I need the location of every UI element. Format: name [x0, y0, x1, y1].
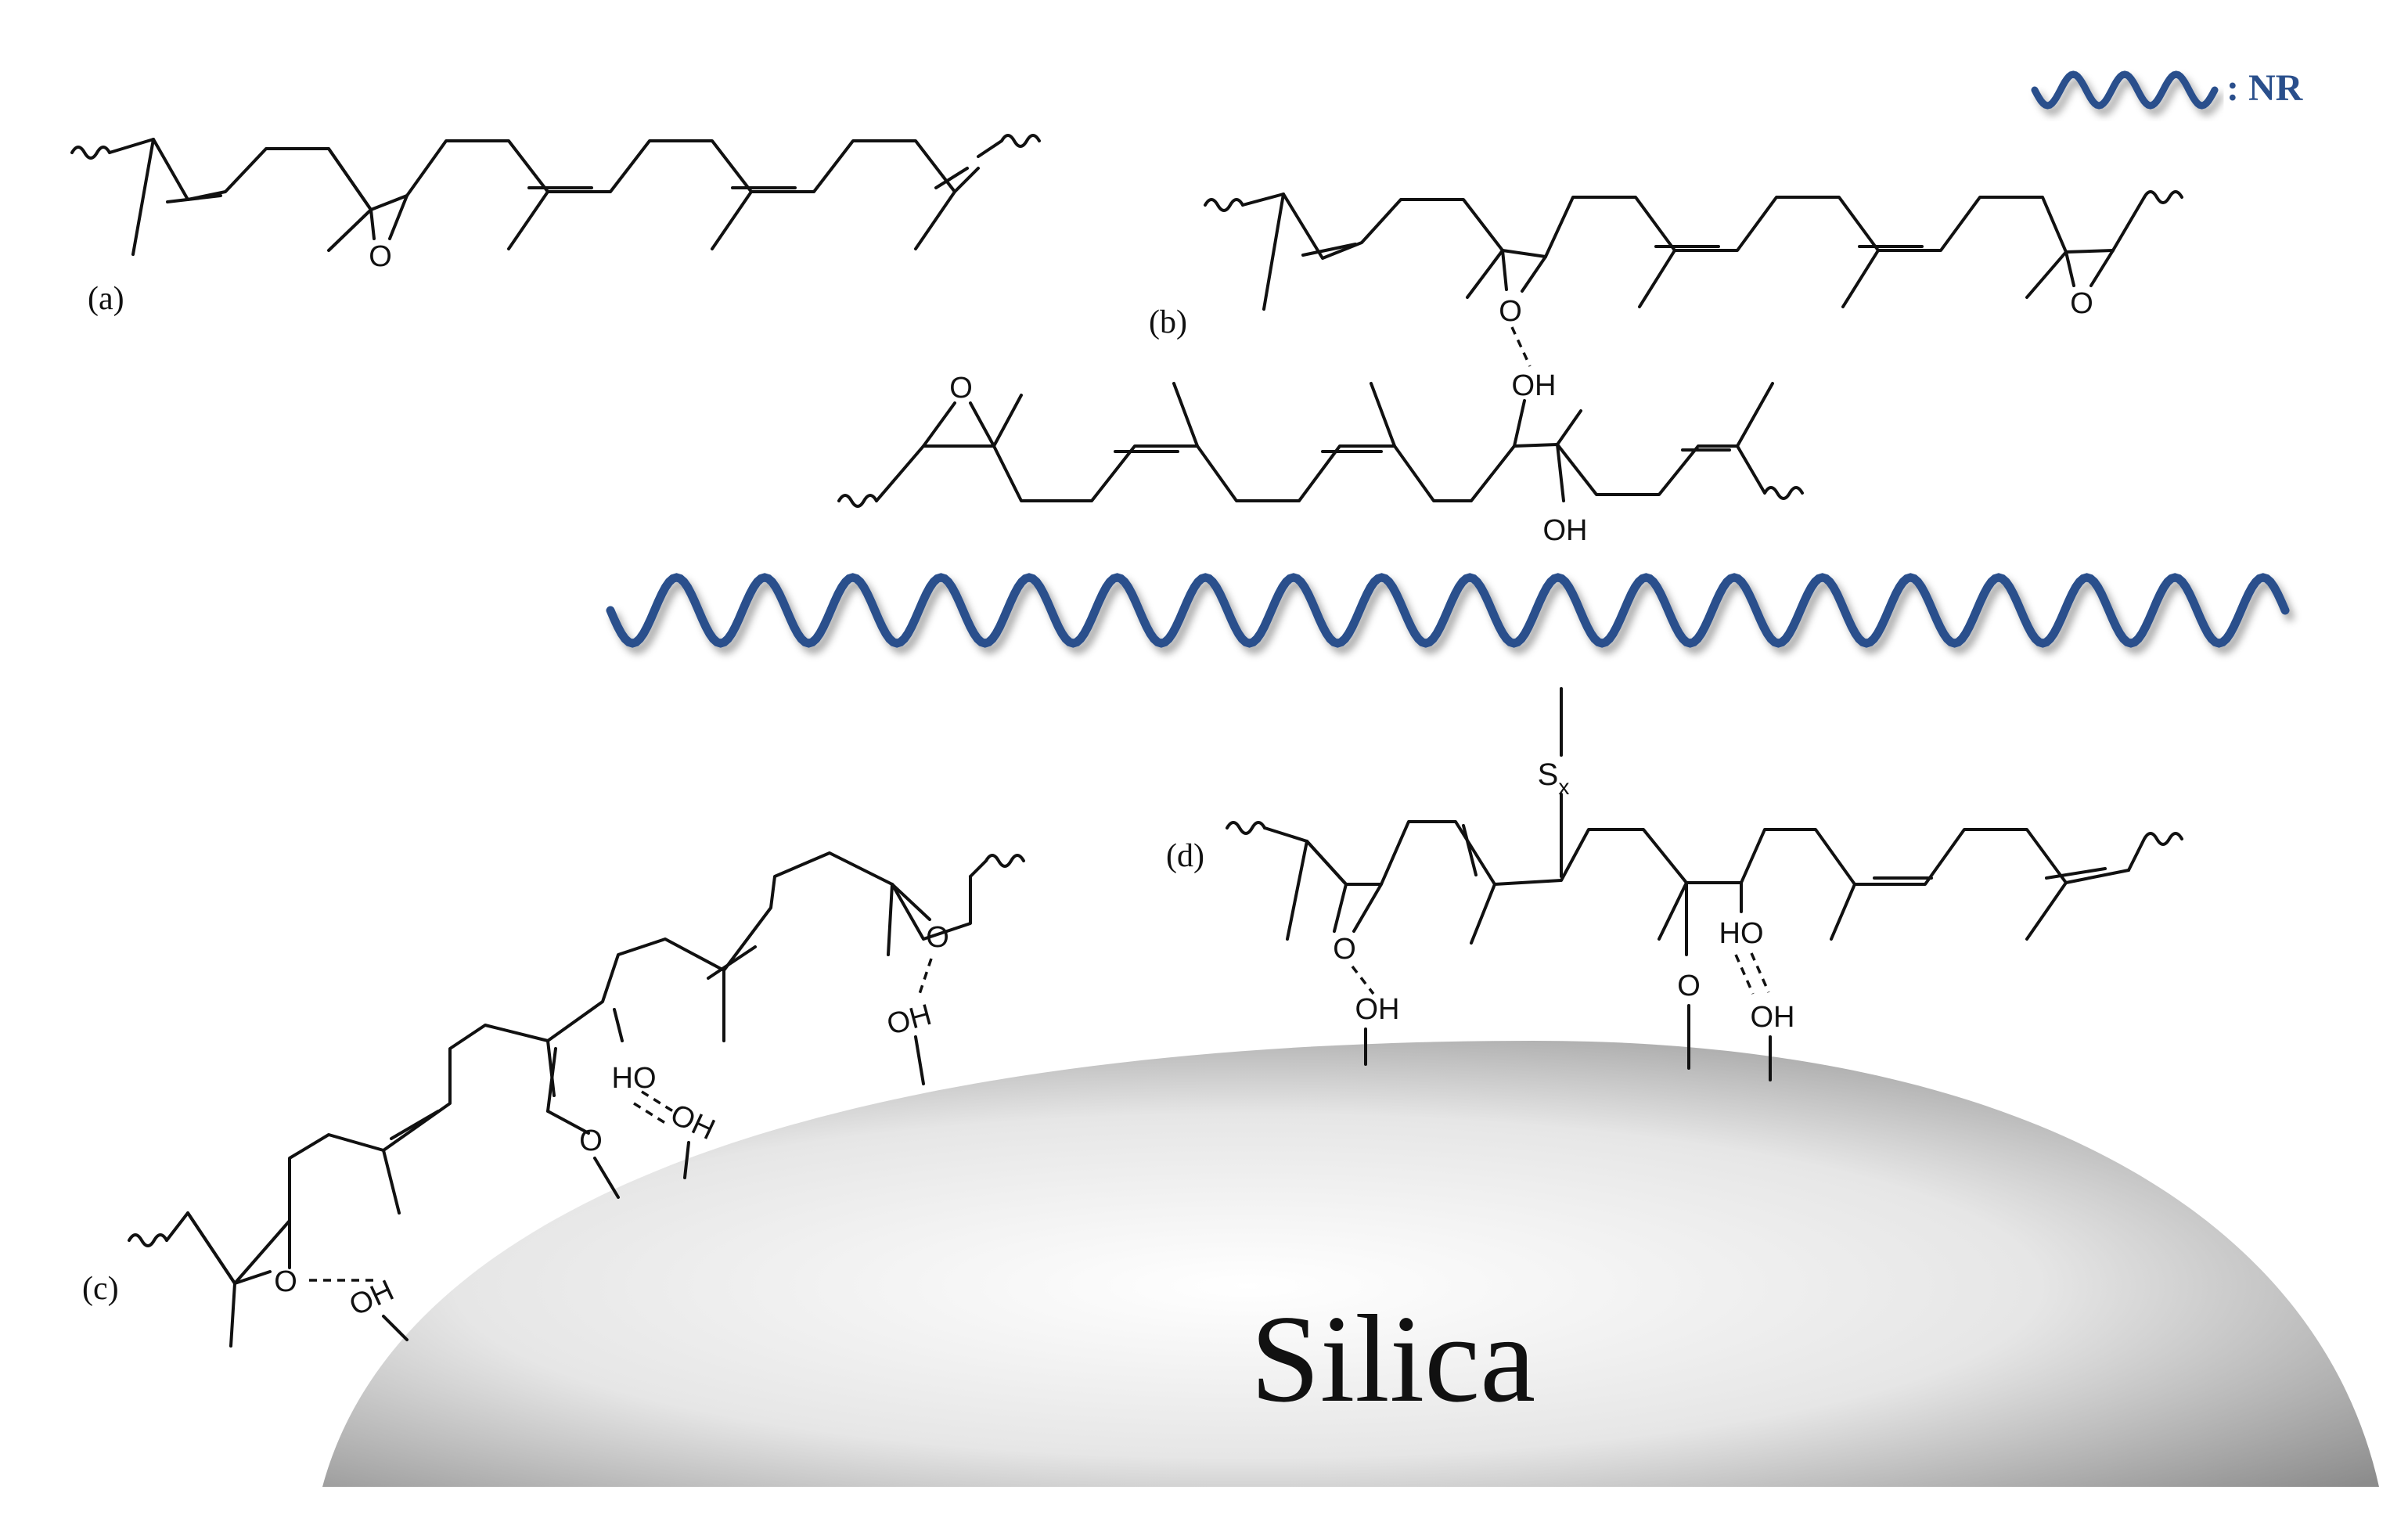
atom-label: O	[949, 372, 973, 405]
wavy-end-icon	[977, 134, 1041, 158]
atom-label: OH	[665, 1098, 719, 1146]
atom-label: HO	[1719, 917, 1764, 950]
atom-label: OH	[1543, 514, 1588, 547]
legend-label: : NR	[2226, 67, 2304, 109]
atom-label: O	[1333, 933, 1356, 966]
structure-a: O (a)	[70, 134, 1041, 317]
structure-b: O OH O (b) O OH OH	[837, 190, 2183, 547]
wavy-line-icon	[2031, 70, 2219, 110]
silica-particle	[322, 1041, 2379, 1487]
atom-label: O	[1499, 295, 1522, 328]
atom-label: OH	[1512, 369, 1557, 402]
atom-label: HO	[612, 1062, 657, 1095]
silica-label: Silica	[1251, 1289, 1535, 1428]
atom-label: OH	[1751, 1001, 1795, 1034]
wavy-end-icon	[969, 854, 1025, 878]
atom-label: O	[1677, 970, 1701, 1002]
atom-label: O	[274, 1265, 297, 1298]
wavy-end-icon	[1736, 444, 1804, 500]
atom-label: O	[2070, 287, 2093, 320]
wavy-end-icon	[2127, 832, 2183, 872]
panel-label-b: (b)	[1149, 304, 1187, 340]
structure-d: Sx O OH O HO OH (d)	[1166, 687, 2183, 1081]
wavy-end-icon	[1204, 198, 1244, 212]
atom-label: O	[579, 1125, 603, 1157]
atom-label: OH	[884, 999, 935, 1042]
atom-label: O	[926, 921, 949, 954]
wavy-end-icon	[70, 146, 111, 160]
legend: : NR	[2031, 67, 2304, 110]
panel-label-c: (c)	[82, 1271, 119, 1307]
wavy-end-icon	[1226, 821, 1266, 835]
sulfur-label: Sx	[1538, 758, 1570, 799]
wavy-end-icon	[837, 494, 878, 508]
wavy-end-icon	[2143, 190, 2183, 204]
panel-label-d: (d)	[1166, 838, 1204, 874]
nr-chain	[606, 573, 2290, 648]
wavy-end-icon	[128, 1233, 168, 1247]
atom-label: OH	[1355, 993, 1400, 1026]
atom-label: O	[369, 240, 392, 273]
panel-label-a: (a)	[88, 281, 124, 317]
